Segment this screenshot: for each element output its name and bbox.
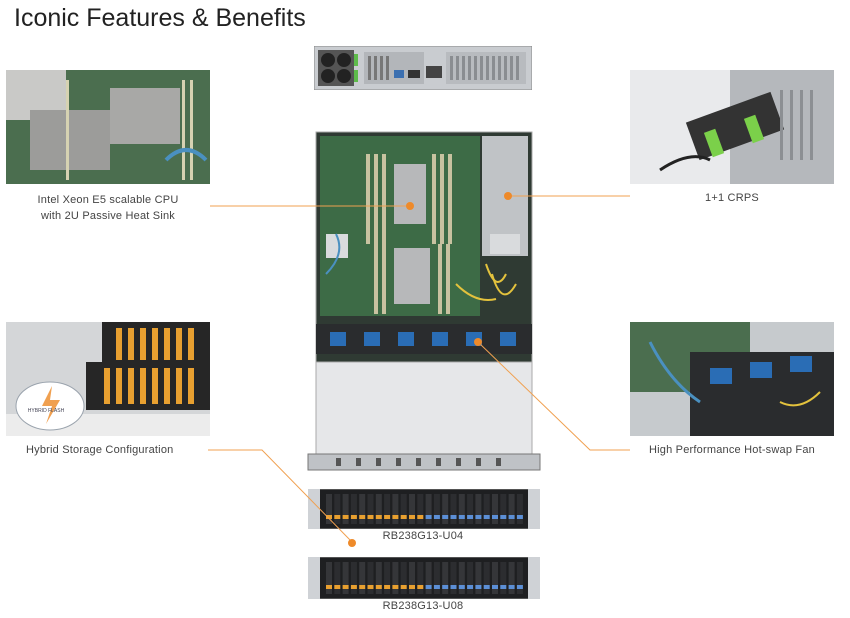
front-view-u08-image xyxy=(308,557,540,599)
hybrid-flash-badge: HYBRID FLASH xyxy=(27,408,65,414)
hybrid-storage-photo xyxy=(6,322,210,436)
cpu-caption-line1: Intel Xeon E5 scalable CPU xyxy=(37,194,179,206)
cpu-heatsink-photo xyxy=(6,70,210,184)
model-label-u08: RB238G13-U08 xyxy=(382,600,464,612)
cpu-caption-line2: with 2U Passive Heat Sink xyxy=(41,210,175,222)
storage-caption: Hybrid Storage Configuration xyxy=(26,444,174,456)
front-view-u04-image xyxy=(308,489,540,529)
cpu-caption: Intel Xeon E5 scalable CPU with 2U Passi… xyxy=(6,192,210,224)
hot-swap-fan-photo xyxy=(630,322,834,436)
model-label-u04: RB238G13-U04 xyxy=(382,530,464,542)
psu-photo xyxy=(630,70,834,184)
psu-caption: 1+1 CRPS xyxy=(705,192,759,204)
page-title: Iconic Features & Benefits xyxy=(14,4,306,32)
server-top-view-image xyxy=(306,124,542,472)
fan-caption: High Performance Hot-swap Fan xyxy=(649,444,815,456)
server-rear-view-image xyxy=(314,46,532,90)
